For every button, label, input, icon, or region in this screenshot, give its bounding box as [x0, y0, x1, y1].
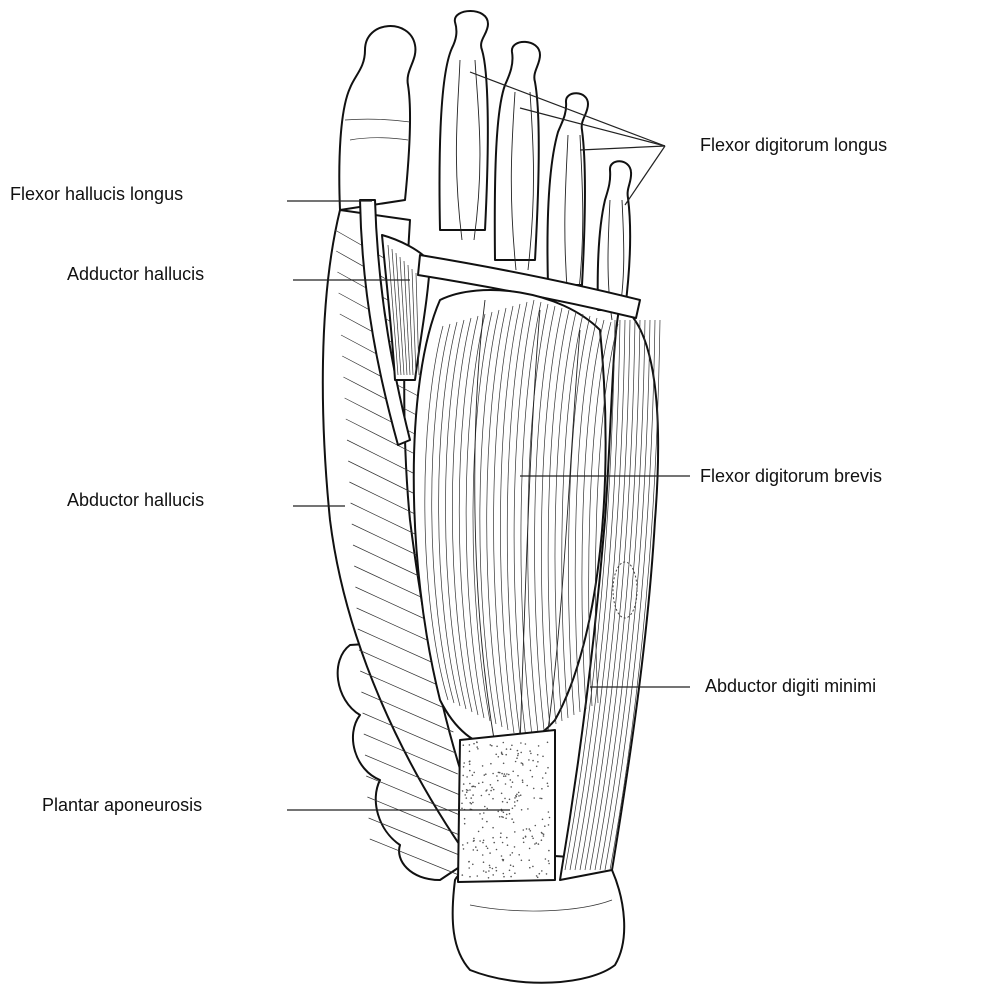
toe-2: [440, 11, 489, 230]
hallux: [339, 26, 415, 210]
label-flexor-digitorum-longus: Flexor digitorum longus: [700, 135, 887, 155]
label-adductor-hallucis: Adductor hallucis: [67, 264, 204, 284]
label-abductor-hallucis: Abductor hallucis: [67, 490, 204, 510]
label-plantar-aponeurosis: Plantar aponeurosis: [42, 795, 202, 815]
plantar-aponeurosis-band: [458, 730, 555, 882]
label-abductor-digiti-minimi: Abductor digiti minimi: [705, 676, 876, 696]
flexor-digitorum-brevis-muscle: [414, 290, 618, 748]
label-flexor-hallucis-longus: Flexor hallucis longus: [10, 184, 183, 204]
label-flexor-digitorum-brevis: Flexor digitorum brevis: [700, 466, 882, 486]
toe-5: [598, 161, 631, 310]
